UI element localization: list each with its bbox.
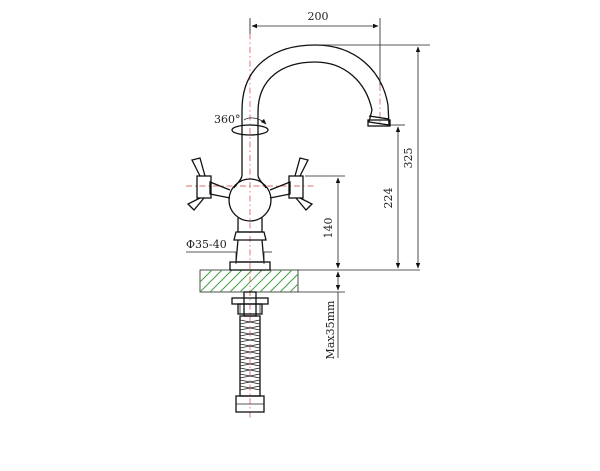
dimension-outlet-height: 224 (382, 124, 405, 269)
faucet-body (228, 174, 272, 271)
flexible-hose (235, 315, 265, 413)
dimension-total-height: 325 (320, 44, 430, 269)
counter-thickness-value: Max35mm (324, 300, 337, 359)
swivel-ring (231, 124, 269, 136)
countertop-section (199, 269, 420, 293)
hole-diameter-callout: Φ35-40 (186, 238, 272, 264)
total-height-value: 325 (402, 148, 415, 169)
spout-reach-value: 200 (308, 10, 329, 23)
outlet-height-value: 224 (382, 188, 395, 209)
rotation-value: 360° (214, 113, 241, 126)
left-cross-handle (186, 157, 231, 211)
spout (241, 44, 391, 175)
rotation-callout: 360° (214, 113, 267, 126)
body-height-value: 140 (322, 218, 335, 239)
right-cross-handle (269, 157, 314, 211)
hole-diameter-value: Φ35-40 (186, 238, 227, 251)
dimension-body-height: 140 (305, 175, 345, 269)
countertop-hatching (199, 269, 299, 293)
dimension-counter-thickness: Max35mm (324, 271, 341, 359)
dimension-spout-reach: 200 (249, 10, 381, 85)
aerator (367, 119, 391, 127)
